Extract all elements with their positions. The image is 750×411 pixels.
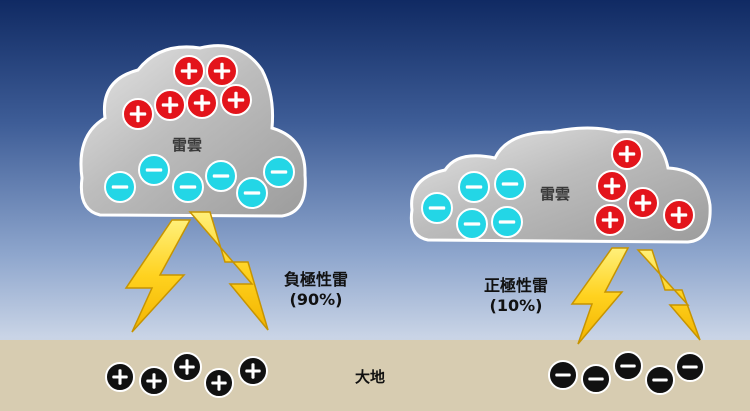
positive-charge xyxy=(186,87,218,119)
positive-charge xyxy=(206,55,238,87)
negative-charge xyxy=(458,171,490,203)
lightning-bolt-1 xyxy=(124,219,192,333)
ground-negative-charge xyxy=(675,352,705,382)
positive-charge xyxy=(220,84,252,116)
lightning-bolt-2 xyxy=(188,211,269,331)
positive-charge xyxy=(594,204,626,236)
ground-positive-charge xyxy=(105,362,135,392)
negative-lightning-percent: (90%) xyxy=(289,290,343,309)
ground-negative-charge xyxy=(548,360,578,390)
positive-charge xyxy=(596,170,628,202)
ground-positive-charge xyxy=(204,368,234,398)
lightning-bolt-4 xyxy=(636,249,701,341)
ground-positive-charge xyxy=(139,366,169,396)
ground-positive-charge xyxy=(238,356,268,386)
negative-charge xyxy=(421,192,453,224)
negative-charge xyxy=(456,208,488,240)
negative-charge xyxy=(494,168,526,200)
negative-lightning-label: 負極性雷 (90%) xyxy=(268,270,364,310)
lightning-bolt-3 xyxy=(570,247,630,345)
positive-charge xyxy=(173,55,205,87)
cloud-left xyxy=(79,44,307,218)
negative-charge xyxy=(491,206,523,238)
positive-charge xyxy=(154,89,186,121)
positive-charge xyxy=(611,138,643,170)
ground-negative-charge xyxy=(645,365,675,395)
negative-charge xyxy=(138,154,170,186)
cloud-left-label: 雷雲 xyxy=(172,136,203,154)
positive-charge xyxy=(663,199,695,231)
ground-negative-charge xyxy=(581,364,611,394)
positive-lightning-label: 正極性雷 (10%) xyxy=(468,276,564,316)
negative-lightning-type: 負極性雷 xyxy=(283,270,348,289)
ground-label: 大地 xyxy=(355,368,386,386)
negative-charge xyxy=(236,177,268,209)
ground-positive-charge xyxy=(172,352,202,382)
cloud-right-label: 雷雲 xyxy=(540,185,571,203)
ground-negative-charge xyxy=(613,351,643,381)
negative-charge xyxy=(263,156,295,188)
positive-charge xyxy=(122,98,154,130)
negative-charge xyxy=(205,160,237,192)
positive-lightning-percent: (10%) xyxy=(489,296,543,315)
negative-charge xyxy=(172,171,204,203)
negative-charge xyxy=(104,171,136,203)
positive-charge xyxy=(627,187,659,219)
positive-lightning-type: 正極性雷 xyxy=(483,276,548,295)
